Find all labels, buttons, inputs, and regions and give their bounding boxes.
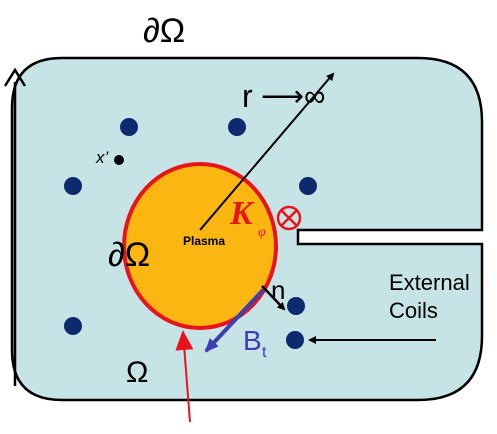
boundary-pointer-arrow <box>175 330 194 423</box>
normal-label: n <box>271 275 285 305</box>
radius-arrow <box>199 72 335 231</box>
coil <box>120 118 138 136</box>
point-x-prime <box>114 155 124 165</box>
field-label: B <box>243 325 262 356</box>
field-arrow <box>204 288 265 353</box>
radius-arrow-label: ⟶∞ <box>261 80 325 113</box>
external-coils-label-line2: Coils <box>389 298 438 323</box>
coil <box>287 297 305 315</box>
current-into-page-icon <box>276 205 302 231</box>
current-label: K <box>229 195 255 232</box>
outer-boundary-label: ∂Ω <box>143 12 185 50</box>
coil <box>228 118 246 136</box>
coil <box>64 317 82 335</box>
current-subscript: φ <box>258 225 266 240</box>
plasma-region <box>122 162 278 330</box>
coil <box>64 177 82 195</box>
field-subscript: t <box>262 344 267 361</box>
coil <box>299 177 317 195</box>
coil <box>286 331 304 349</box>
normal-arrow <box>261 285 286 311</box>
domain-label: Ω <box>126 356 148 389</box>
plasma-label: Plasma <box>183 234 225 248</box>
x-prime-label: x’ <box>95 148 109 167</box>
vertical-arrow-head <box>3 67 27 87</box>
inner-boundary-label: ∂Ω <box>108 236 150 274</box>
external-coils-label-line1: External <box>389 270 470 295</box>
radius-label: r <box>242 78 253 114</box>
